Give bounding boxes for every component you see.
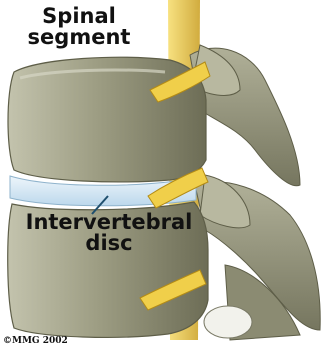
title-line-2: segment — [14, 27, 144, 48]
disc-label-line-2: disc — [14, 233, 204, 254]
title-label: Spinal segment — [14, 6, 144, 49]
posterior-elements — [190, 45, 320, 340]
disc-label-line-1: Intervertebral — [14, 212, 204, 233]
copyright-text: ©MMG 2002 — [3, 336, 68, 346]
upper-vertebra — [8, 57, 206, 182]
disc-label: Intervertebral disc — [14, 212, 204, 255]
title-line-1: Spinal — [14, 6, 144, 27]
